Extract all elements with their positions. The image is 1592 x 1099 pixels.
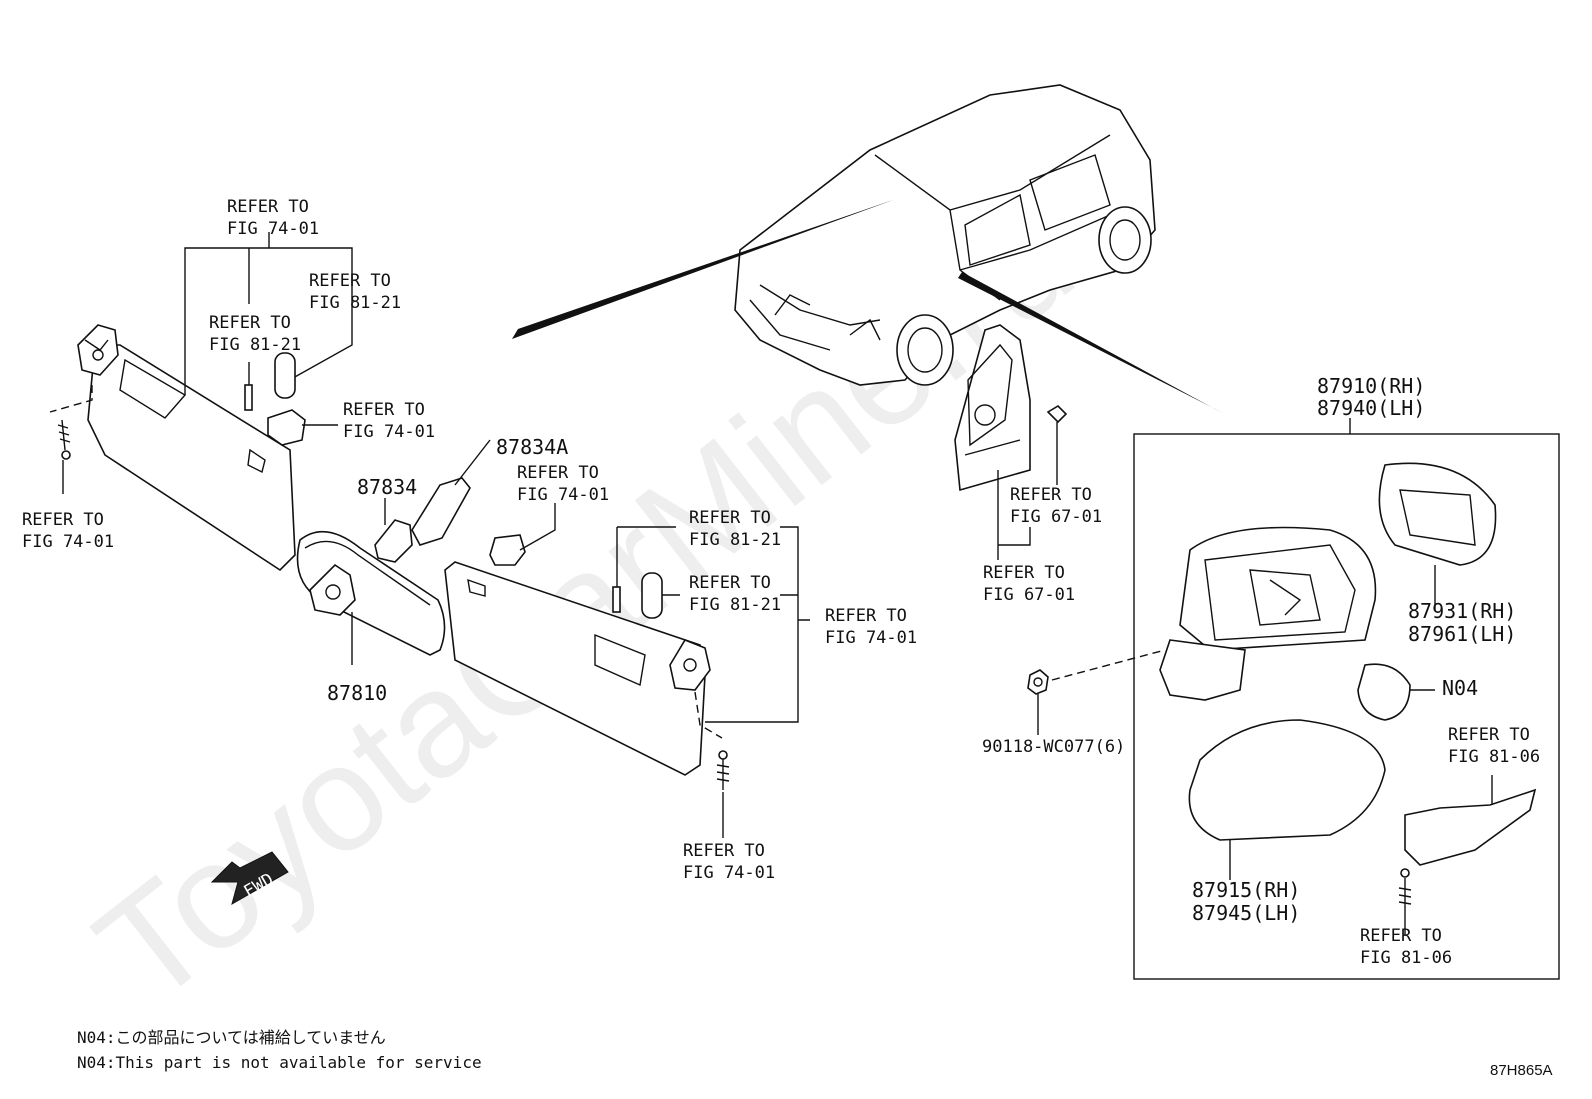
ref-f-fig: FIG 74-01 xyxy=(517,485,609,505)
ref-i-refer: REFER TO xyxy=(825,606,907,626)
label-87940-lh: 87940(LH) xyxy=(1317,396,1425,420)
ref-c-fig: FIG 81-21 xyxy=(209,335,301,355)
ref-j-fig: FIG 74-01 xyxy=(683,863,775,883)
label-87945-lh: 87945(LH) xyxy=(1192,901,1300,925)
bolt-67 xyxy=(1046,404,1068,485)
ref-h-refer: REFER TO xyxy=(689,573,771,593)
note-en: N04:This part is not available for servi… xyxy=(77,1053,482,1072)
ref-b-fig: FIG 81-21 xyxy=(309,293,401,313)
ref-j-refer: REFER TO xyxy=(683,841,765,861)
drawing-code: 87H865A xyxy=(1490,1062,1553,1079)
ref-m-refer: REFER TO xyxy=(1448,725,1530,745)
pin-right xyxy=(612,526,676,613)
label-87915-rh: 87915(RH) xyxy=(1192,878,1300,902)
sun-visor-left xyxy=(87,344,296,572)
mirror-cover xyxy=(1188,719,1386,880)
ref-g-fig: FIG 81-21 xyxy=(689,530,781,550)
ref-e-fig: FIG 74-01 xyxy=(22,532,114,552)
screw-left xyxy=(57,419,71,460)
ref-d-fig: FIG 74-01 xyxy=(343,422,435,442)
label-n04: N04 xyxy=(1442,676,1478,700)
pointer-wedge-interior xyxy=(512,200,893,339)
garnish-panel xyxy=(954,324,1031,492)
label-90118: 90118-WC077(6) xyxy=(982,737,1125,757)
ref-g-refer: REFER TO xyxy=(689,508,771,528)
ref-c-refer: REFER TO xyxy=(209,313,291,333)
leader-right-group xyxy=(705,526,810,723)
cover-87834 xyxy=(374,498,413,563)
cover-87834a xyxy=(411,439,491,546)
ref-l-refer: REFER TO xyxy=(983,563,1065,583)
label-87834a: 87834A xyxy=(496,435,568,459)
visor-holder-right xyxy=(669,639,711,691)
hook-clip-left xyxy=(267,409,338,446)
ref-k-fig: FIG 67-01 xyxy=(1010,507,1102,527)
hook-clip-right xyxy=(489,503,556,566)
ref-l-fig: FIG 67-01 xyxy=(983,585,1075,605)
nut-90118 xyxy=(1027,669,1049,735)
pin-left xyxy=(244,362,253,411)
ref-d-refer: REFER TO xyxy=(343,400,425,420)
ref-a-fig: FIG 74-01 xyxy=(227,219,319,239)
ref-f-refer: REFER TO xyxy=(517,463,599,483)
mirror-glass xyxy=(1378,462,1497,610)
pointer-wedge-mirror xyxy=(958,272,1225,414)
ref-i-fig: FIG 74-01 xyxy=(825,628,917,648)
note-jp: N04:この部品については補給していません xyxy=(77,1028,386,1047)
ring-clip-left xyxy=(274,352,296,399)
ref-a-refer: REFER TO xyxy=(227,197,309,217)
ref-b-refer: REFER TO xyxy=(309,271,391,291)
mirror-housing xyxy=(1179,526,1377,651)
ref-m-fig: FIG 81-06 xyxy=(1448,747,1540,767)
ring-clip-right xyxy=(641,572,663,619)
ref-n-fig: FIG 81-06 xyxy=(1360,948,1452,968)
leader-left-group xyxy=(184,247,353,395)
ref-h-fig: FIG 81-21 xyxy=(689,595,781,615)
fwd-arrow-icon: FWD xyxy=(210,851,289,906)
turn-signal-lamp xyxy=(1404,775,1537,866)
dash-screw-right xyxy=(694,691,723,739)
mirror-stay xyxy=(309,563,356,616)
label-87931-rh: 87931(RH) xyxy=(1408,599,1516,623)
mirror-motor xyxy=(1357,663,1435,721)
dash-screw-left xyxy=(49,385,93,413)
screw-81-06 xyxy=(1398,868,1412,935)
label-87810: 87810 xyxy=(327,681,387,705)
car-illustration xyxy=(734,84,1156,386)
label-87910-rh: 87910(RH) xyxy=(1317,374,1425,398)
label-87834: 87834 xyxy=(357,475,417,499)
label-87961-lh: 87961(LH) xyxy=(1408,622,1516,646)
screw-right xyxy=(716,750,730,838)
inner-mirror xyxy=(296,530,446,656)
sun-visor-right xyxy=(444,561,706,776)
visor-holder-left xyxy=(77,324,119,376)
ref-e-refer: REFER TO xyxy=(22,510,104,530)
ref-n-refer: REFER TO xyxy=(1360,926,1442,946)
dash-nut xyxy=(1051,649,1166,681)
mirror-base xyxy=(1159,639,1246,701)
outer-mirror-box xyxy=(1133,433,1560,980)
ref-k-refer: REFER TO xyxy=(1010,485,1092,505)
